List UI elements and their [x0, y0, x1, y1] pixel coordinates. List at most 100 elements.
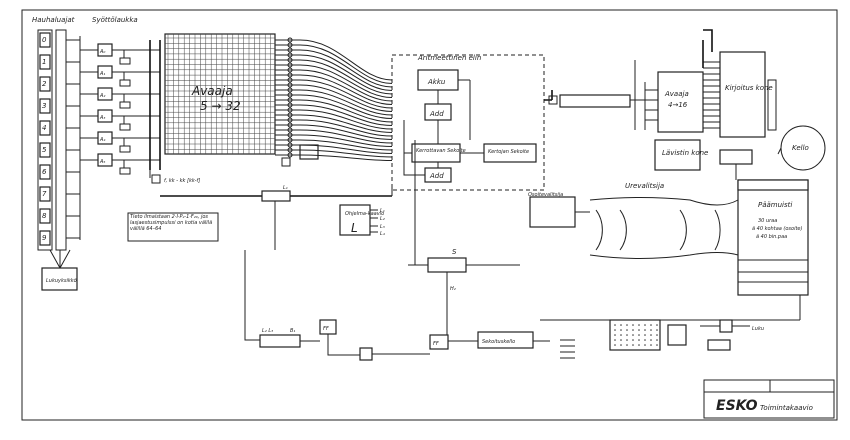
decoder-main-label: Avaaja: [191, 84, 233, 98]
switching-grid: Luku: [609, 319, 764, 351]
output-node: [287, 122, 293, 128]
svg-text:L₂ L₃: L₂ L₃: [262, 328, 273, 334]
output-node: [287, 47, 293, 53]
add1-label: Add: [429, 110, 444, 118]
svg-text:Lukuyksikkö: Lukuyksikkö: [46, 278, 77, 284]
output-node: [287, 82, 293, 88]
svg-text:Kello: Kello: [792, 144, 809, 152]
clock: Kello: [777, 125, 826, 171]
svg-text:4→16: 4→16: [668, 101, 688, 109]
decoder-outputs: [275, 37, 319, 167]
diagram-subtitle: Toimintakaavio: [760, 404, 813, 412]
output-node: [287, 92, 293, 98]
output-node: [287, 87, 293, 93]
svg-text:A₁: A₁: [99, 71, 105, 77]
key-digits: 0 1 2 3 4 5 6 7 8 9: [42, 36, 47, 242]
key: [39, 120, 51, 136]
kertoja-label: Kertojan Sekoite: [488, 149, 529, 155]
svg-text:FF: FF: [323, 326, 329, 332]
akku-label: Akku: [427, 78, 446, 86]
svg-text:ä 40 kohtaa (osoite): ä 40 kohtaa (osoite): [752, 226, 803, 232]
sheet-border: [21, 9, 838, 421]
key: [39, 54, 51, 70]
output-node: [287, 67, 293, 73]
address-selector: Osoitevalitsija: [528, 192, 576, 228]
svg-text:1: 1: [42, 58, 46, 66]
svg-text:L₂: L₂: [380, 216, 385, 222]
svg-text:5: 5: [42, 146, 47, 154]
output-node: [287, 147, 293, 153]
output-node: [287, 42, 293, 48]
svg-text:Kirjoitus kone: Kirjoitus kone: [725, 84, 773, 92]
svg-text:Aritmeettinen elin: Aritmeettinen elin: [417, 54, 481, 62]
svg-text:Luku: Luku: [752, 326, 764, 332]
svg-text:2: 2: [42, 80, 47, 88]
svg-text:Osoitevalitsija: Osoitevalitsija: [528, 192, 563, 198]
svg-text:8: 8: [42, 212, 47, 220]
key: [39, 98, 51, 114]
counter-label: f, kk - kk [kk-f]: [164, 178, 200, 184]
output-node: [287, 127, 293, 133]
output-node: [287, 97, 293, 103]
svg-text:B₁: B₁: [290, 328, 295, 334]
svg-text:Urevalitsija: Urevalitsija: [625, 182, 664, 190]
svg-text:3: 3: [42, 102, 46, 110]
decoder-4-16: Avaaja 4→16: [657, 71, 704, 133]
svg-text:9: 9: [42, 234, 47, 242]
svg-text:FF: FF: [433, 341, 439, 347]
svg-text:L: L: [351, 221, 358, 235]
key: [39, 142, 51, 158]
svg-text:Sekoituskello: Sekoituskello: [482, 339, 515, 345]
svg-text:A₅: A₅: [99, 159, 105, 165]
encoder-gates: A₀ A₁ A₂ A₃ A₄ A₅: [97, 43, 113, 167]
output-node: [287, 152, 293, 158]
key: [39, 186, 51, 202]
kerrottava-label: Kerrottavan Sekoite: [416, 148, 466, 154]
typewriter: Kirjoitus kone: [719, 51, 777, 138]
output-node: [287, 132, 293, 138]
fan-lines: [299, 39, 393, 161]
key: [39, 164, 51, 180]
arithmetic-unit: Aritmeettinen elin Akku Add Kerrottavan …: [391, 54, 545, 191]
decoder-5-32: Avaaja 5 → 32: [164, 33, 276, 155]
svg-text:7: 7: [42, 190, 47, 198]
reader-unit: Lukuyksikkö: [41, 249, 78, 291]
punch-unit: Lävistin kone: [654, 139, 708, 171]
output-node: [287, 142, 293, 148]
svg-text:4: 4: [42, 124, 46, 132]
keyboard-column: [37, 29, 67, 251]
output-node: [287, 112, 293, 118]
output-node: [287, 77, 293, 83]
output-node: [287, 117, 293, 123]
svg-text:Avaaja: Avaaja: [664, 90, 689, 98]
svg-text:A₀: A₀: [99, 49, 105, 55]
svg-text:A₃: A₃: [99, 115, 105, 121]
svg-text:S: S: [452, 248, 457, 256]
add2-label: Add: [429, 172, 444, 180]
program-block: L Ohjelma-kaavio L₁ L₂ L₃ L₄: [339, 204, 385, 237]
output-node: [287, 37, 293, 43]
svg-text:A₂: A₂: [99, 93, 105, 99]
svg-text:H₂: H₂: [450, 286, 456, 292]
track-selector: Urevalitsija: [589, 182, 739, 259]
output-node: [287, 52, 293, 58]
syot-label: Syöttölaukka: [92, 16, 138, 24]
note-box: Tieto ilmaistaan 2·I·P₂·1·F₂₀, jos lasja…: [127, 212, 219, 242]
output-node: [287, 62, 293, 68]
diagram-title: ESKO: [716, 398, 758, 414]
svg-text:0: 0: [42, 36, 47, 44]
key: [39, 76, 51, 92]
key: [39, 208, 51, 224]
svg-text:Lävistin kone: Lävistin kone: [662, 149, 708, 157]
key: [39, 230, 51, 246]
key: [39, 32, 51, 48]
svg-text:Päämuisti: Päämuisti: [758, 201, 792, 209]
svg-text:L₄: L₄: [380, 231, 385, 237]
svg-text:L₁: L₁: [283, 185, 288, 191]
output-node: [287, 107, 293, 113]
main-memory: Päämuisti 30 uraa ä 40 kohtaa (osoite) ä…: [737, 179, 809, 296]
svg-text:6: 6: [42, 168, 47, 176]
output-node: [287, 57, 293, 63]
